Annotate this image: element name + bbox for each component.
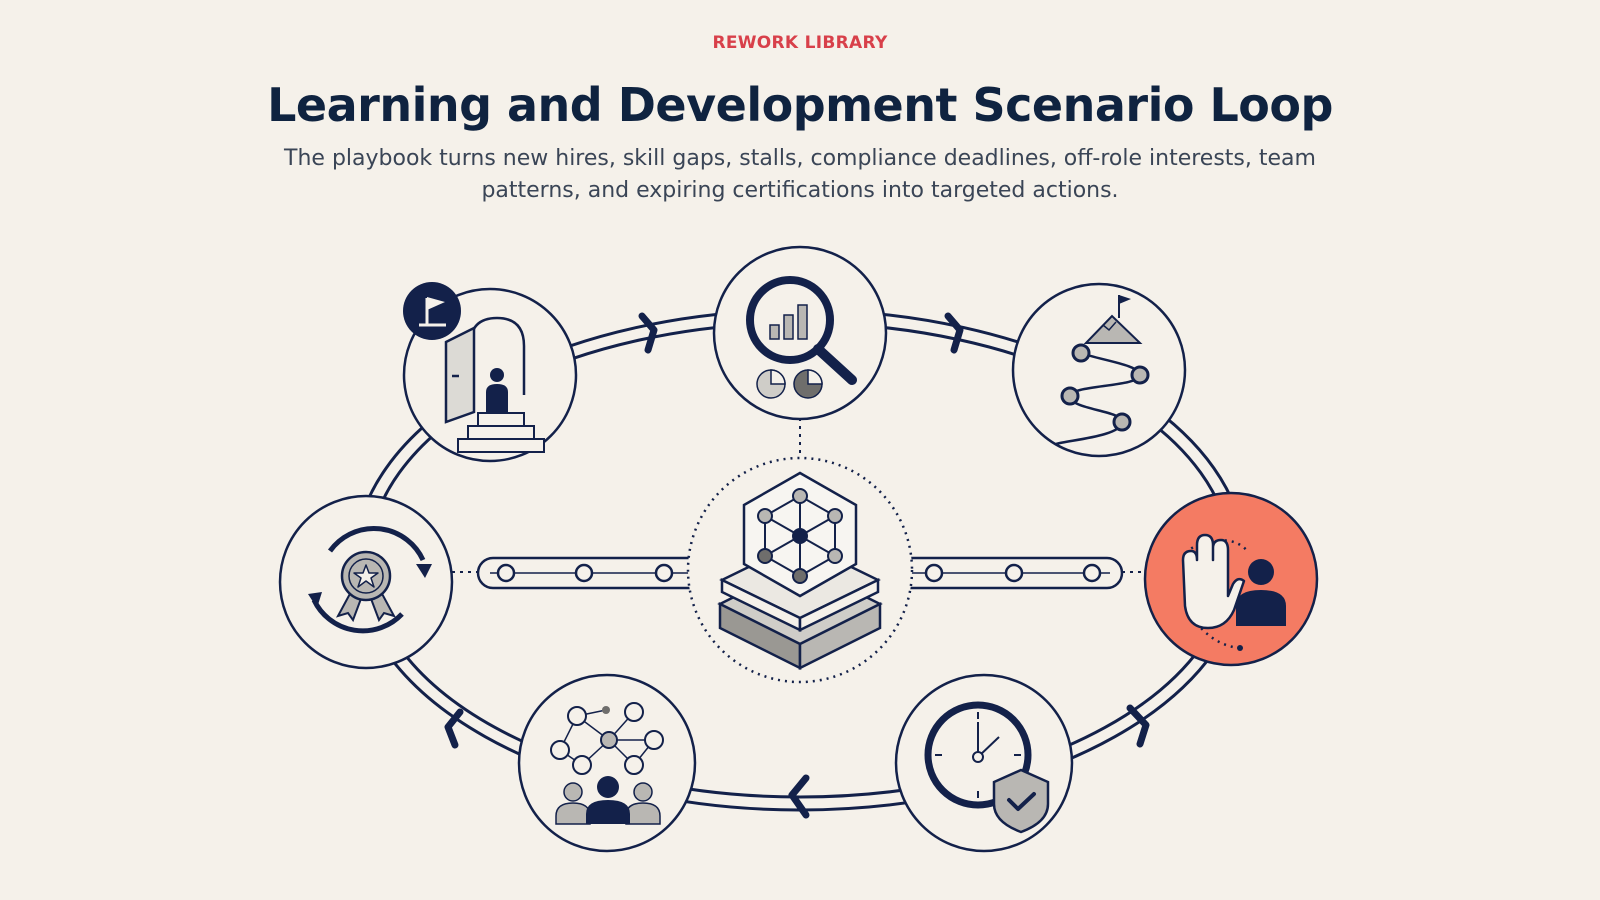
- flag-badge-icon: [403, 282, 461, 340]
- left-rail: [476, 556, 725, 590]
- arrow-chevron-icon: [638, 312, 658, 354]
- clock-shield-icon: [924, 701, 1050, 834]
- door-person-icon: [444, 316, 545, 453]
- arrow-chevron-icon: [788, 774, 810, 819]
- arrow-chevron-icon: [944, 312, 964, 354]
- node-new-hire: [402, 282, 578, 463]
- arrow-chevron-icon: [1126, 704, 1150, 748]
- hand-stop-person-icon: [1181, 533, 1286, 651]
- node-stall: [1011, 282, 1187, 458]
- node-skill-gap: [712, 245, 888, 421]
- hub-data-cube: [686, 456, 914, 684]
- mountain-path-icon: [1055, 295, 1150, 446]
- right-rail: [875, 556, 1124, 590]
- network-team-icon: [550, 702, 664, 825]
- magnifier-chart-icon: [746, 276, 857, 399]
- page-title: Learning and Development Scenario Loop: [267, 78, 1333, 132]
- node-team-pattern: [517, 673, 697, 853]
- award-renew-icon: [308, 526, 432, 634]
- page-subtitle: The playbook turns new hires, skill gaps…: [284, 146, 1316, 203]
- node-off-role-interest: [1143, 491, 1319, 667]
- hub-connectors: [452, 418, 1142, 573]
- node-expiring-certification: [278, 494, 454, 670]
- flow-arrows: [444, 312, 1150, 819]
- arrow-chevron-icon: [444, 708, 464, 749]
- node-compliance-deadline: [894, 673, 1074, 853]
- eyebrow-label: REWORK LIBRARY: [712, 33, 888, 53]
